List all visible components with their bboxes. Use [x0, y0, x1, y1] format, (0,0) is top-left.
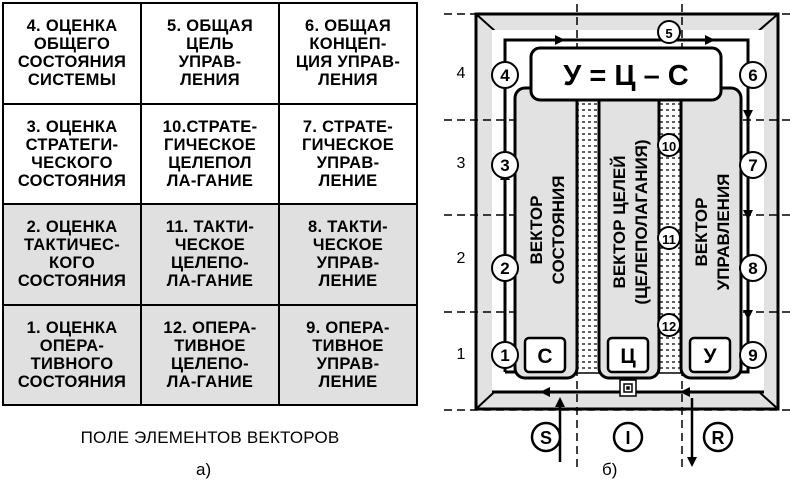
- node: 12: [657, 313, 681, 337]
- letter-boxes: С Ц У: [523, 336, 732, 374]
- numbered-nodes: 4 3 2 1 6 7 8 9 5 10 11 12: [491, 20, 767, 369]
- svg-text:7: 7: [748, 156, 757, 175]
- level-number: 2: [457, 250, 466, 267]
- node: 8: [739, 254, 767, 282]
- label-a: а): [196, 460, 212, 479]
- table-cell: 8. ТАКТИ- ЧЕСКОЕ УПРАВ- ЛЕНИЕ: [278, 203, 418, 306]
- box-c-letter: С: [537, 345, 552, 368]
- svg-text:S: S: [540, 428, 552, 448]
- svg-text:12: 12: [662, 319, 676, 334]
- table-cell: 4. ОЦЕНКА ОБЩЕГО СОСТОЯНИЯ СИСТЕМЫ: [2, 2, 142, 105]
- table-cell: 2. ОЦЕНКА ТАКТИЧЕС- КОГО СОСТОЯНИЯ: [2, 203, 142, 306]
- svg-text:1: 1: [500, 346, 509, 365]
- svg-text:11: 11: [662, 232, 676, 247]
- io-marker: S: [530, 421, 562, 453]
- table-cell: 3. ОЦЕНКА СТРАТЕГИ- ЧЕСКОГО СОСТОЯНИЯ: [2, 102, 142, 205]
- label-b: б): [602, 460, 618, 479]
- io-marker: R: [702, 421, 734, 453]
- svg-text:I: I: [625, 428, 630, 448]
- svg-text:3: 3: [500, 156, 509, 175]
- level-numbers: 4 3 2 1: [457, 65, 466, 363]
- table-cell: 7. СТРАТЕ- ГИЧЕСКОЕ УПРАВ- ЛЕНИЕ: [278, 102, 418, 205]
- svg-text:4: 4: [500, 66, 510, 85]
- formula-box: [529, 46, 723, 102]
- svg-text:6: 6: [748, 66, 757, 85]
- box-u: [688, 336, 732, 374]
- node: 2: [491, 254, 519, 282]
- node: 3: [491, 151, 519, 179]
- table-cell: 10.СТРАТЕ- ГИЧЕСКОЕ ЦЕЛЕПОЛ ЛА-ГАНИЕ: [140, 102, 280, 205]
- node: 10: [657, 133, 681, 157]
- table-cell: 12. ОПЕРА- ТИВНОЕ ЦЕЛЕПО- ЛА-ГАНИЕ: [140, 303, 280, 406]
- box-ts: [606, 336, 650, 374]
- svg-text:R: R: [712, 428, 725, 448]
- node: 6: [739, 61, 767, 89]
- node: 11: [657, 226, 681, 250]
- svg-text:2: 2: [500, 259, 509, 278]
- svg-text:5: 5: [665, 26, 672, 41]
- node: 9: [739, 341, 767, 369]
- table-caption: ПОЛЕ ЭЛЕМЕНТОВ ВЕКТОРОВ: [80, 428, 340, 447]
- center-symbol-icon: [619, 379, 637, 397]
- table-cell: 1. ОЦЕНКА ОПЕРА- ТИВНОГО СОСТОЯНИЯ: [2, 303, 142, 406]
- svg-text:10: 10: [662, 139, 676, 154]
- level-number: 1: [457, 346, 466, 363]
- level-number: 3: [457, 155, 466, 172]
- table-cell: 11. ТАКТИ- ЧЕСКОЕ ЦЕЛЕПО- ЛА-ГАНИЕ: [140, 203, 280, 306]
- box-c: [523, 336, 567, 374]
- node: 4: [491, 61, 519, 89]
- table-cell: 9. ОПЕРА- ТИВНОЕ УПРАВ- ЛЕНИЕ: [278, 303, 418, 406]
- svg-text:9: 9: [748, 346, 757, 365]
- table-cell: 5. ОБЩАЯ ЦЕЛЬ УПРАВ- ЛЕНИЯ: [140, 2, 280, 105]
- box-ts-letter: Ц: [620, 345, 636, 368]
- node: 7: [739, 151, 767, 179]
- node: 5: [657, 20, 681, 44]
- node: 1: [491, 341, 519, 369]
- box-u-letter: У: [703, 345, 717, 368]
- vector-goals-label: ВЕКТОР ЦЕЛЕЙ(ЦЕЛЕПОЛАГАНИЯ): [610, 139, 651, 304]
- formula-text: У = Ц – С: [563, 60, 689, 92]
- svg-text:8: 8: [748, 259, 757, 278]
- io-marker: I: [612, 421, 644, 453]
- table-cell: 6. ОБЩАЯ КОНЦЕП- ЦИЯ УПРАВ- ЛЕНИЯ: [278, 2, 418, 105]
- level-number: 4: [457, 65, 466, 82]
- hatched-strip-left: [576, 94, 600, 374]
